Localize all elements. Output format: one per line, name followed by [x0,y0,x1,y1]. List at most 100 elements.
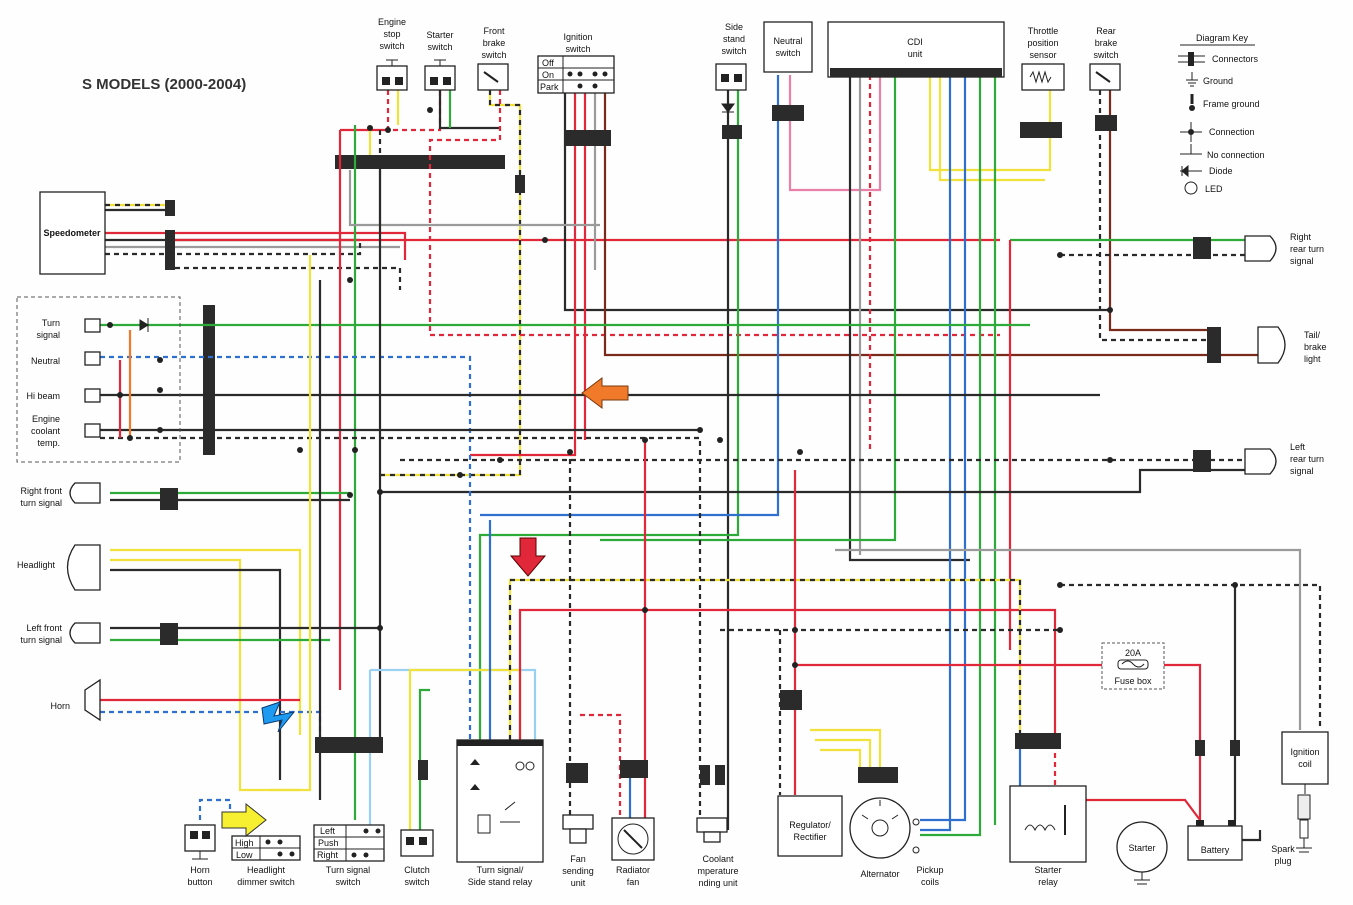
indicator-lamps [84,318,149,438]
starter-switch [424,59,456,91]
key-no-connection: No connection [1207,150,1265,160]
left-rear-turn-signal [1244,448,1277,475]
turn-signal-side-stand-relay [456,739,544,863]
horn-label: Horn [50,701,70,711]
throttle-position-sensor [1021,63,1065,91]
key-led: LED [1205,184,1223,194]
junction-dots [107,107,1238,668]
orange-arrow-icon [581,377,629,409]
fan-sending-unit [562,814,594,844]
alternator-label: Alternator [860,869,899,879]
right-rear-turn-signal [1244,235,1277,262]
diagram-key: Diagram Key Connectors Ground Frame grou… [1178,33,1265,195]
key-title: Diagram Key [1196,33,1249,43]
wires [100,75,1322,842]
horn-button [184,824,216,860]
headlight-label: Headlight [17,560,56,570]
headlight-dimmer-switch: High Low [231,835,301,861]
rear-brake-switch [1089,63,1121,91]
pickup-coils [912,818,920,854]
battery-label: Battery [1201,845,1230,855]
ignition-on: On [542,70,554,80]
speedometer-label: Speedometer [43,228,101,238]
red-arrow-icon [509,537,547,577]
hi-beam-indicator-label: Hi beam [26,391,60,401]
regulator-rectifier [777,795,843,857]
side-stand-switch [715,63,747,113]
turn-push: Push [318,838,339,848]
key-connectors: Connectors [1212,54,1259,64]
instrument-harness-connector [203,305,215,455]
yellow-arrow-icon [221,802,267,838]
tail-brake-light [1257,326,1286,364]
diode-icon [139,318,149,332]
inline-connectors [160,105,1240,785]
starter-label: Starter [1128,843,1155,853]
clutch-switch [400,829,434,857]
key-frame-ground: Frame ground [1203,99,1260,109]
radiator-fan [611,817,655,861]
engine-stop-switch [376,59,408,91]
fuse-box: 20A Fuse box [1101,642,1165,690]
ignition-park: Park [540,82,559,92]
dimmer-low: Low [236,850,253,860]
ignition-switch: Off On Park [537,55,615,94]
battery [1187,820,1243,861]
key-connection: Connection [1209,127,1255,137]
turn-left: Left [320,826,336,836]
key-diode: Diode [1209,166,1233,176]
starter-relay [1009,785,1087,863]
headlight [66,544,101,591]
horn [84,678,101,722]
neutral-indicator-label: Neutral [31,356,60,366]
fuse-rating: 20A [1125,648,1141,658]
relay-label: Turn signal/Side stand relay [468,865,533,887]
neutral-switch [763,21,813,73]
ignition-off: Off [542,58,554,68]
lightning-bolt-icon [261,701,296,733]
diagram-title: S MODELS (2000-2004) [82,76,246,93]
front-brake-switch [477,63,509,91]
indicator-panel [16,296,181,463]
right-front-turn-signal [69,482,101,504]
dimmer-high: High [235,838,254,848]
main-harness-connector [335,155,505,169]
turn-signal-switch: Left Push Right [313,824,385,862]
starter-motor [1116,821,1168,885]
key-ground: Ground [1203,76,1233,86]
fuse-box-label: Fuse box [1114,676,1152,686]
cdi-unit [827,21,1005,78]
alternator [849,797,911,859]
left-front-turn-signal [69,622,101,644]
speedometer: Speedometer [39,191,106,275]
coolant-temperature-sending-unit [696,817,728,843]
